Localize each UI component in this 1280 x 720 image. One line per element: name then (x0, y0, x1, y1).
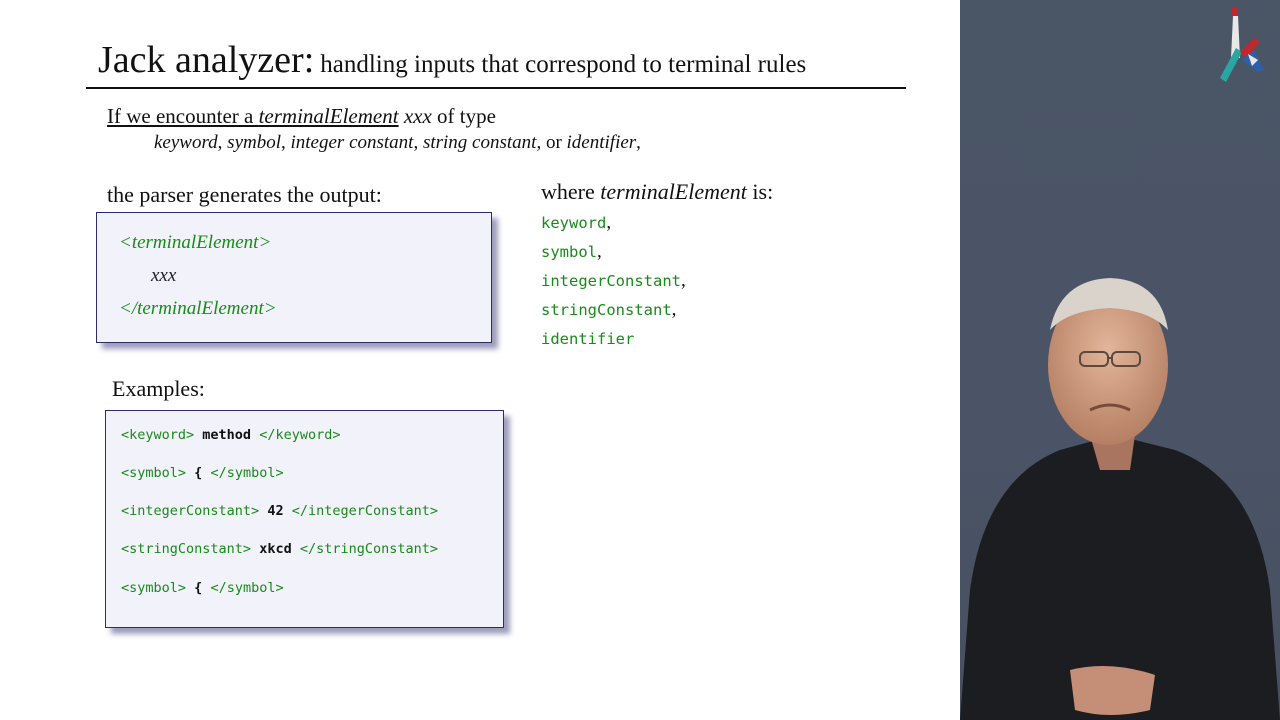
logo-icon (1220, 8, 1264, 82)
type-identifier: identifier (566, 132, 637, 153)
comma: , (680, 270, 686, 291)
where-item-keyword: keyword, (541, 212, 611, 234)
item-text: identifier (541, 330, 635, 348)
ex-value: method (202, 427, 252, 443)
sep: , (217, 132, 228, 153)
intro-underlined: If we encounter a terminalElement (107, 104, 399, 128)
examples-label: Examples: (112, 376, 205, 401)
type-string-constant: string constant (422, 132, 537, 153)
intro-post: of type (431, 104, 496, 128)
slide: Jack analyzer:handling inputs that corre… (86, 38, 906, 628)
item-text: symbol (541, 243, 597, 261)
open-tag-text: <terminalElement> (119, 232, 272, 253)
ex-open: <symbol> (121, 580, 187, 596)
ex-close: </keyword> (259, 427, 341, 443)
ex-value: { (194, 580, 203, 596)
example-row: <symbol> { </symbol> (121, 580, 284, 596)
where-pre: where (541, 179, 601, 204)
item-text: integerConstant (541, 272, 681, 290)
where-item-integer-constant: integerConstant, (541, 270, 686, 292)
ex-open: <symbol> (121, 465, 187, 481)
intro-types: keyword, symbol, integer constant, strin… (154, 132, 641, 154)
intro-var: xxx (403, 104, 432, 128)
output-close-tag: </terminalElement> (119, 298, 277, 320)
intro-line: If we encounter a terminalElement xxx of… (107, 104, 496, 129)
comma: , (606, 212, 612, 233)
title-main: Jack analyzer: (98, 39, 315, 81)
ex-open: <integerConstant> (121, 503, 260, 519)
type-keyword: keyword (154, 132, 218, 153)
sep: , (281, 132, 291, 153)
examples-box: <keyword> method </keyword> <symbol> { <… (105, 410, 504, 628)
where-post: is: (746, 179, 774, 204)
sep-end: , (636, 132, 641, 153)
parser-label: the parser generates the output: (107, 182, 382, 207)
sep-or: , or (536, 132, 567, 153)
example-row: <keyword> method </keyword> (121, 427, 341, 443)
intro-term: terminalElement (258, 104, 399, 128)
title-divider (86, 87, 906, 89)
ex-open: <keyword> (121, 427, 195, 443)
intro-pre: If we encounter a (107, 104, 259, 128)
close-tag-text: </terminalElement> (119, 298, 277, 319)
ex-close: </stringConstant> (299, 541, 439, 557)
output-open-tag: <terminalElement> (119, 232, 271, 254)
item-text: stringConstant (541, 301, 672, 319)
example-row: <integerConstant> 42 </integerConstant> (121, 503, 438, 519)
comma: , (597, 241, 602, 262)
where-term: terminalElement (600, 179, 747, 204)
where-heading: where terminalElement is: (541, 179, 773, 205)
ex-value: 42 (267, 503, 284, 519)
ex-close: </symbol> (210, 580, 284, 596)
type-integer-constant: integer constant (290, 132, 414, 153)
ex-close: </integerConstant> (291, 503, 439, 519)
sep: , (413, 132, 423, 153)
comma: , (671, 299, 677, 320)
slide-title: Jack analyzer:handling inputs that corre… (98, 38, 806, 82)
type-symbol: symbol (227, 132, 281, 153)
ex-value: xkcd (259, 541, 292, 557)
output-value: xxx (151, 265, 176, 287)
output-box: <terminalElement> xxx </terminalElement> (96, 212, 492, 343)
ex-close: </symbol> (210, 465, 284, 481)
item-text: keyword (541, 214, 607, 232)
ex-open: <stringConstant> (121, 541, 252, 557)
title-sub: handling inputs that correspond to termi… (320, 51, 807, 78)
where-item-string-constant: stringConstant, (541, 299, 676, 321)
example-row: <stringConstant> xkcd </stringConstant> (121, 541, 438, 557)
where-item-identifier: identifier (541, 330, 634, 348)
presenter-video (960, 278, 1280, 720)
where-item-symbol: symbol, (541, 241, 602, 263)
value-text: xxx (151, 265, 177, 286)
example-row: <symbol> { </symbol> (121, 465, 284, 481)
ex-value: { (194, 465, 203, 481)
